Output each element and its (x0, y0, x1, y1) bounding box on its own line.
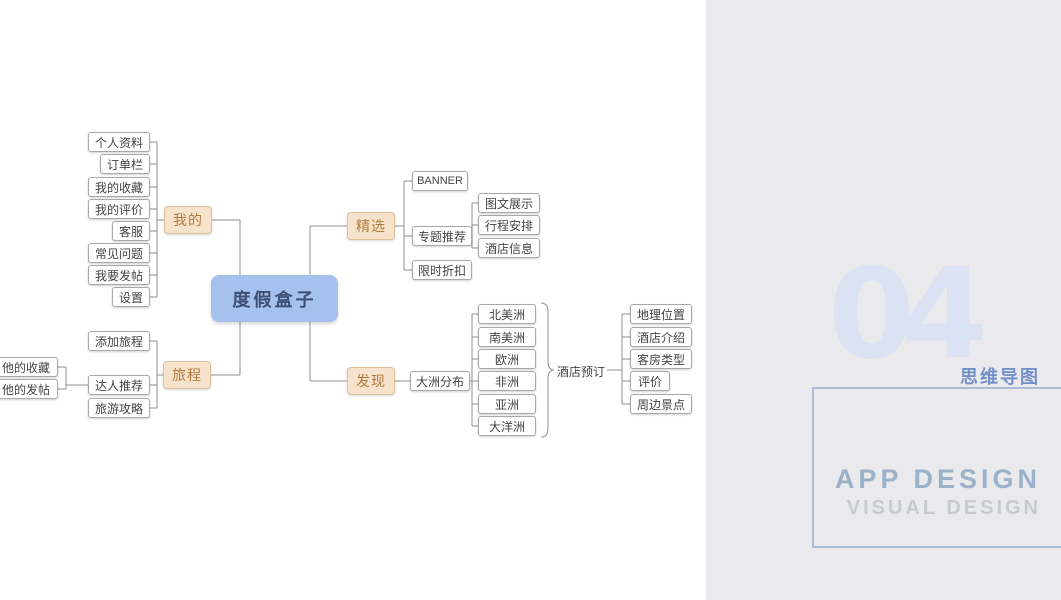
node-oceania: 大洋洲 (478, 416, 536, 436)
node-europe: 欧洲 (478, 349, 536, 369)
hotel-booking-label: 酒店预订 (557, 365, 606, 379)
branch-discover: 发现 (347, 367, 395, 395)
visual-design-subtitle: VISUAL DESIGN (846, 497, 1041, 519)
node-my-reviews: 我的评价 (88, 199, 150, 219)
node-travel-guide: 旅游攻略 (88, 398, 150, 418)
node-image-text-display: 图文展示 (478, 193, 540, 213)
node-order-bar: 订单栏 (100, 154, 150, 174)
node-my-favorites: 我的收藏 (88, 177, 150, 197)
node-hotel-intro: 酒店介绍 (630, 327, 692, 347)
node-his-favorites: 他的收藏 (0, 357, 58, 377)
node-settings: 设置 (112, 287, 150, 307)
node-africa: 非洲 (478, 371, 536, 391)
design-frame (812, 387, 1061, 548)
node-reviews: 评价 (630, 371, 670, 391)
node-hotel-info: 酒店信息 (478, 238, 540, 258)
node-north-america: 北美洲 (478, 304, 536, 324)
node-banner: BANNER (412, 171, 468, 191)
node-add-trip: 添加旅程 (88, 331, 150, 351)
node-room-type: 客房类型 (630, 349, 692, 369)
node-topic-recommend: 专题推荐 (412, 226, 472, 246)
node-asia: 亚洲 (478, 394, 536, 414)
app-design-title: APP DESIGN (834, 464, 1041, 494)
node-location: 地理位置 (630, 304, 692, 324)
node-expert-recommend: 达人推荐 (88, 375, 150, 395)
section-tag: 思维导图 (960, 367, 1040, 387)
node-customer-service: 客服 (112, 221, 150, 241)
node-limited-discount: 限时折扣 (412, 260, 472, 280)
branch-my: 我的 (164, 206, 212, 234)
section-number: 04 (828, 242, 988, 387)
node-south-america: 南美洲 (478, 327, 536, 347)
node-itinerary: 行程安排 (478, 215, 540, 235)
node-faq: 常见问题 (88, 243, 150, 263)
node-create-post: 我要发帖 (88, 265, 150, 285)
branch-featured: 精选 (347, 212, 395, 240)
node-his-posts: 他的发帖 (0, 379, 58, 399)
node-nearby-attractions: 周边景点 (630, 394, 692, 414)
node-continent-distribution: 大洲分布 (410, 371, 470, 391)
node-personal-profile: 个人资料 (88, 132, 150, 152)
right-panel (706, 0, 1061, 600)
group-brace (540, 302, 555, 438)
branch-trip: 旅程 (163, 361, 211, 389)
root-node: 度假盒子 (211, 275, 338, 322)
